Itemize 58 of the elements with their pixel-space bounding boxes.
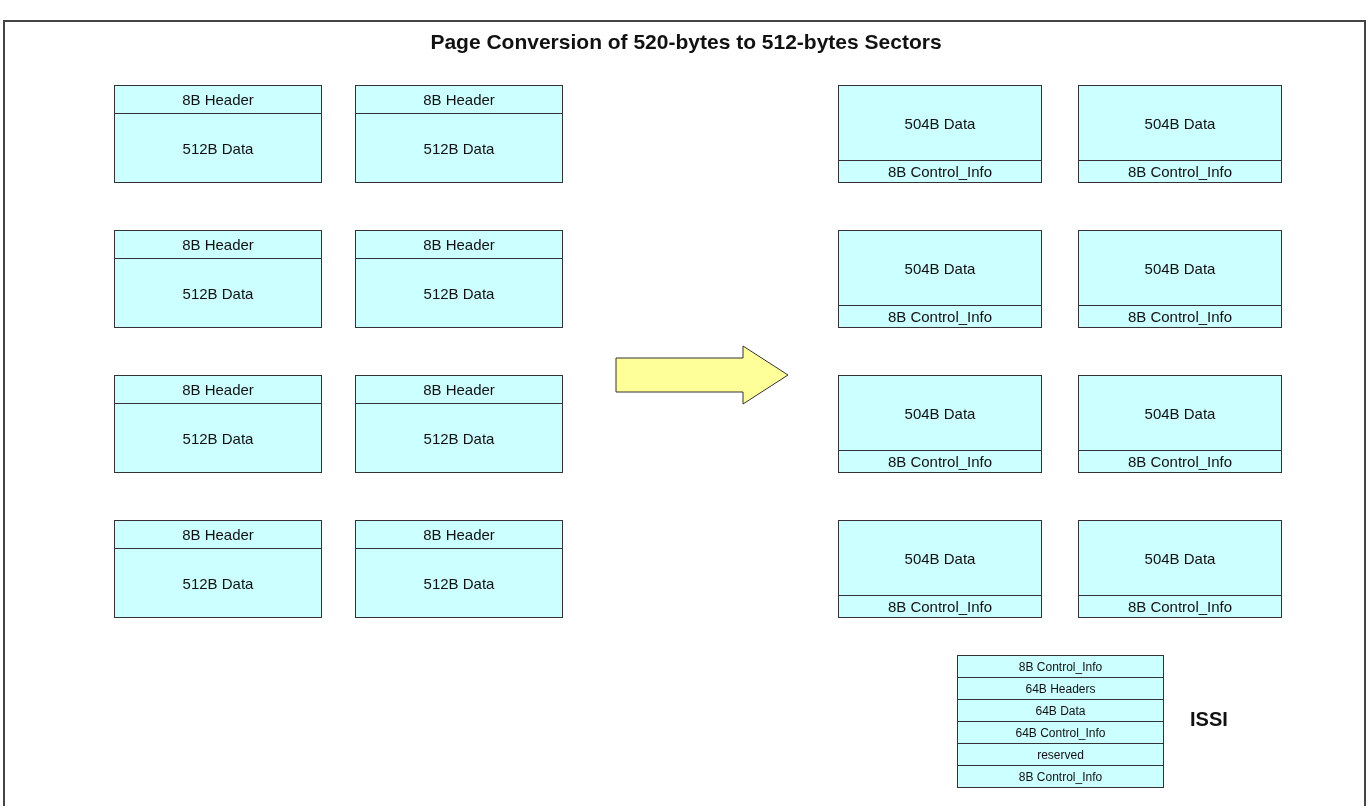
sector-field: 504B Data	[1079, 376, 1281, 450]
sector-field: 512B Data	[115, 548, 321, 617]
sector-box	[1078, 375, 1282, 473]
sector-field: 504B Data	[839, 376, 1041, 450]
sector-box	[355, 375, 563, 473]
sector-box	[1078, 85, 1282, 183]
sector-box	[838, 85, 1042, 183]
sector-field: 504B Data	[1079, 231, 1281, 305]
sector-field: 504B Data	[1079, 521, 1281, 595]
sector-field: 512B Data	[115, 258, 321, 327]
sector-box	[1078, 520, 1282, 618]
sector-field: 8B Header	[356, 231, 562, 258]
sector-field: 64B Data	[958, 699, 1163, 721]
sector-field: 8B Control_Info	[839, 595, 1041, 617]
sector-field: 8B Header	[356, 376, 562, 403]
sector-field: 8B Control_Info	[1079, 595, 1281, 617]
block-arrow	[615, 345, 789, 405]
sector-box	[355, 520, 563, 618]
sector-field: 8B Control_Info	[839, 160, 1041, 182]
sector-field: 8B Control_Info	[1079, 160, 1281, 182]
sector-field: 8B Header	[356, 521, 562, 548]
sector-field: 8B Control_Info	[958, 765, 1163, 787]
sector-field: 8B Header	[356, 86, 562, 113]
sector-field: 8B Control_Info	[1079, 450, 1281, 472]
sector-field: 512B Data	[356, 258, 562, 327]
sector-box	[355, 230, 563, 328]
diagram-title: Page Conversion of 520-bytes to 512-bytes Sectors	[429, 30, 943, 54]
side-label: ISSI	[1190, 708, 1228, 731]
sector-field: 504B Data	[1079, 86, 1281, 160]
sector-field: 64B Control_Info	[958, 721, 1163, 743]
sector-field: 64B Headers	[958, 677, 1163, 699]
sector-field: 8B Header	[115, 521, 321, 548]
sector-field: 512B Data	[115, 403, 321, 472]
sector-box	[957, 655, 1164, 788]
sector-box	[838, 520, 1042, 618]
sector-field: 512B Data	[115, 113, 321, 182]
sector-box	[838, 230, 1042, 328]
sector-field: 8B Control_Info	[1079, 305, 1281, 327]
sector-field: 8B Header	[115, 376, 321, 403]
sector-field: 512B Data	[356, 403, 562, 472]
sector-field: 504B Data	[839, 86, 1041, 160]
sector-field: reserved	[958, 743, 1163, 765]
sector-box	[838, 375, 1042, 473]
sector-box	[114, 85, 322, 183]
sector-field: 504B Data	[839, 231, 1041, 305]
sector-box	[114, 230, 322, 328]
sector-field: 8B Control_Info	[839, 450, 1041, 472]
sector-field: 512B Data	[356, 113, 562, 182]
sector-box	[355, 85, 563, 183]
sector-field: 504B Data	[839, 521, 1041, 595]
sector-field: 512B Data	[356, 548, 562, 617]
sector-field: 8B Header	[115, 86, 321, 113]
sector-box	[1078, 230, 1282, 328]
sector-box	[114, 520, 322, 618]
sector-field: 8B Control_Info	[839, 305, 1041, 327]
sector-field: 8B Control_Info	[958, 656, 1163, 677]
sector-field: 8B Header	[115, 231, 321, 258]
sector-box	[114, 375, 322, 473]
